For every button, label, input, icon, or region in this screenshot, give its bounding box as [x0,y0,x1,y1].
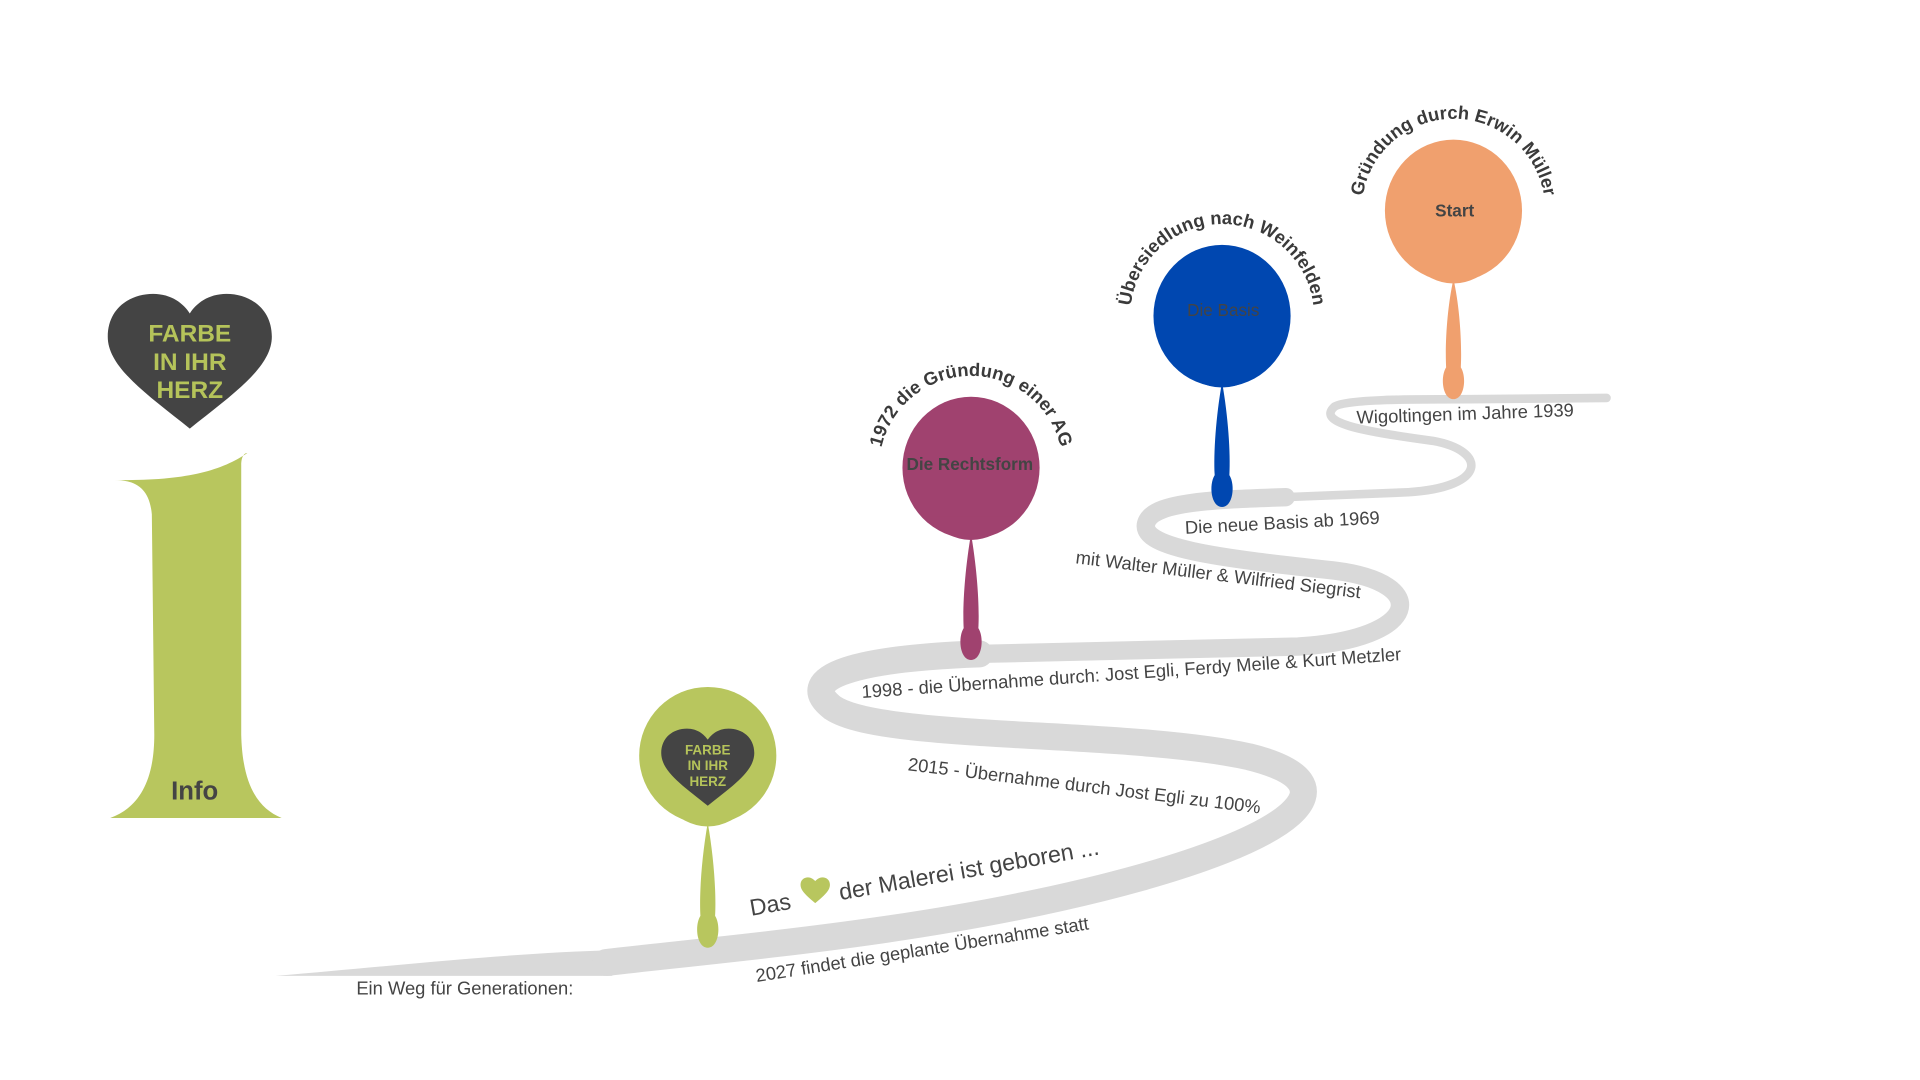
heart-icon [661,728,755,806]
milestone-start: Start Gründung durch Erwin Müller [1346,102,1561,400]
logo-line-2: IN IHR [153,349,227,376]
road [275,393,1611,976]
caption-neue-basis: Die neue Basis ab 1969 [1184,507,1380,538]
final-logo-line-1: FARBE [685,742,731,757]
heart-icon [800,877,830,904]
milestone-basis: Die Basis Übersiedlung nach Weinfelden [1114,207,1330,507]
info-icon [110,453,282,818]
milestone-title: Die Basis [1187,300,1259,320]
logo-line-1: FARBE [148,321,231,348]
milestone-final: FARBE IN IHR HERZ [639,686,777,948]
info-label: Info [171,778,218,806]
info-button[interactable]: Info [110,453,282,818]
slogan-das: Das [748,888,793,921]
milestone-title: Die Rechtsform [907,454,1034,474]
milestone-rechtsform: Die Rechtsform 1972 die Gründung einer A… [865,359,1077,660]
logo-heart: FARBE IN IHR HERZ [107,293,272,429]
final-logo-line-2: IN IHR [688,758,729,773]
intro-caption: Ein Weg für Generationen: [356,977,573,998]
milestone-title: Start [1435,201,1474,221]
final-logo-line-3: HERZ [689,774,726,789]
logo-line-3: HERZ [156,377,223,404]
